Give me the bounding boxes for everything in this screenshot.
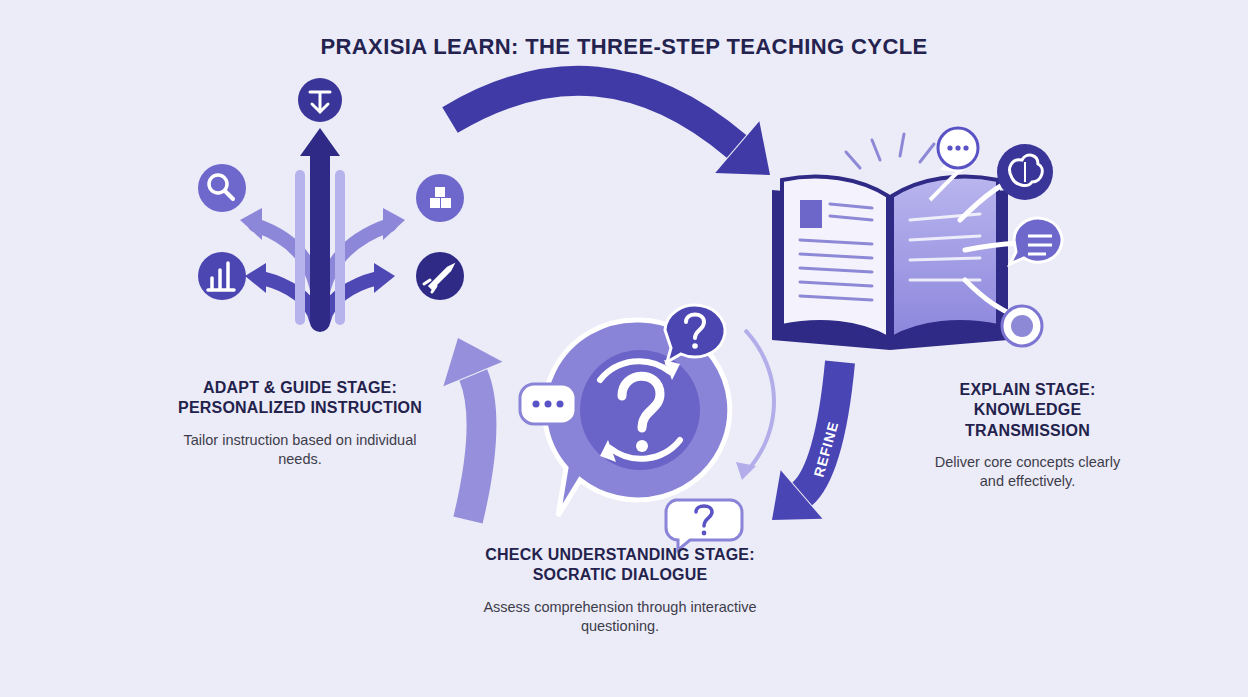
stage-description: Tailor instruction based on individual n… [170,431,430,469]
arrow-head [715,121,770,175]
arrow-head [772,470,822,520]
stage-node: CHECK UNDERSTANDING STAGE: SOCRATIC DIAL… [470,265,770,642]
stage-heading: EXPLAIN STAGE: KNOWLEDGE TRANSMISSION [925,380,1130,441]
diagram-title: PRAXISIA LEARN: THE THREE-STEP TEACHING … [0,34,1248,60]
arrow-head [443,338,502,386]
stage-node: ADAPT & GUIDE STAGE: PERSONALIZED INSTRU… [150,70,450,475]
stage-heading: CHECK UNDERSTANDING STAGE: SOCRATIC DIAL… [480,545,760,586]
open-book-icon [772,128,1062,350]
branching-arrows-icon [198,78,464,322]
flow-arrow [443,338,502,520]
stage-description: Deliver core concepts clearly and effect… [925,453,1130,491]
stage-node: EXPLAIN STAGE: KNOWLEDGE TRANSMISSION Del… [840,90,1130,497]
dialogue-bubble-icon [520,305,774,550]
arrow-shaft [450,81,737,147]
arrow-shaft [468,375,481,520]
flow-arrow [450,81,770,175]
stage-description: Assess comprehension through interactive… [480,598,760,636]
stage-heading: ADAPT & GUIDE STAGE: PERSONALIZED INSTRU… [170,378,430,419]
